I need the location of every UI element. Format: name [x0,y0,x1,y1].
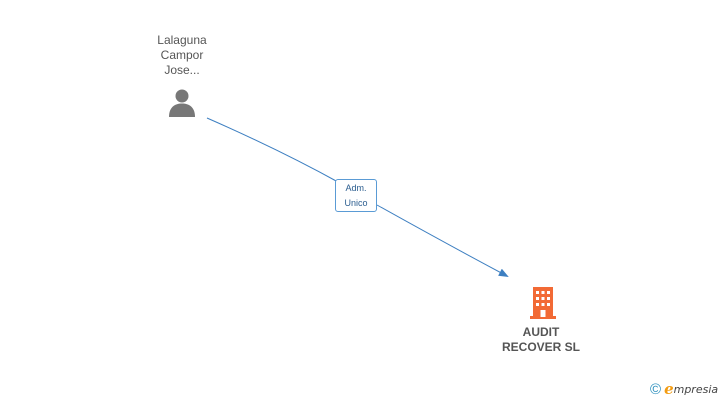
person-name[interactable]: Lalaguna Campor Jose... [132,33,232,78]
building-icon[interactable] [528,286,558,320]
person-name-line: Lalaguna [157,33,207,47]
copyright-icon: © [650,380,662,398]
brand-logo[interactable]: © e mpresia [650,380,718,398]
role-badge[interactable]: Adm. Unico [335,179,377,212]
company-name-line: RECOVER SL [501,340,580,354]
brand-name: mpresia [673,382,719,396]
relation-edge-arrow [376,204,509,277]
person-icon[interactable] [167,88,197,118]
role-line: Adm. [345,183,367,193]
company-name[interactable]: AUDIT RECOVER SL [481,325,601,355]
person-name-line: Campor [160,48,204,62]
person-name-line: Jose... [164,63,200,77]
brand-initial: e [664,380,674,398]
relation-edge [206,117,339,183]
role-line: Unico [344,198,368,208]
company-name-line: AUDIT [522,325,560,339]
